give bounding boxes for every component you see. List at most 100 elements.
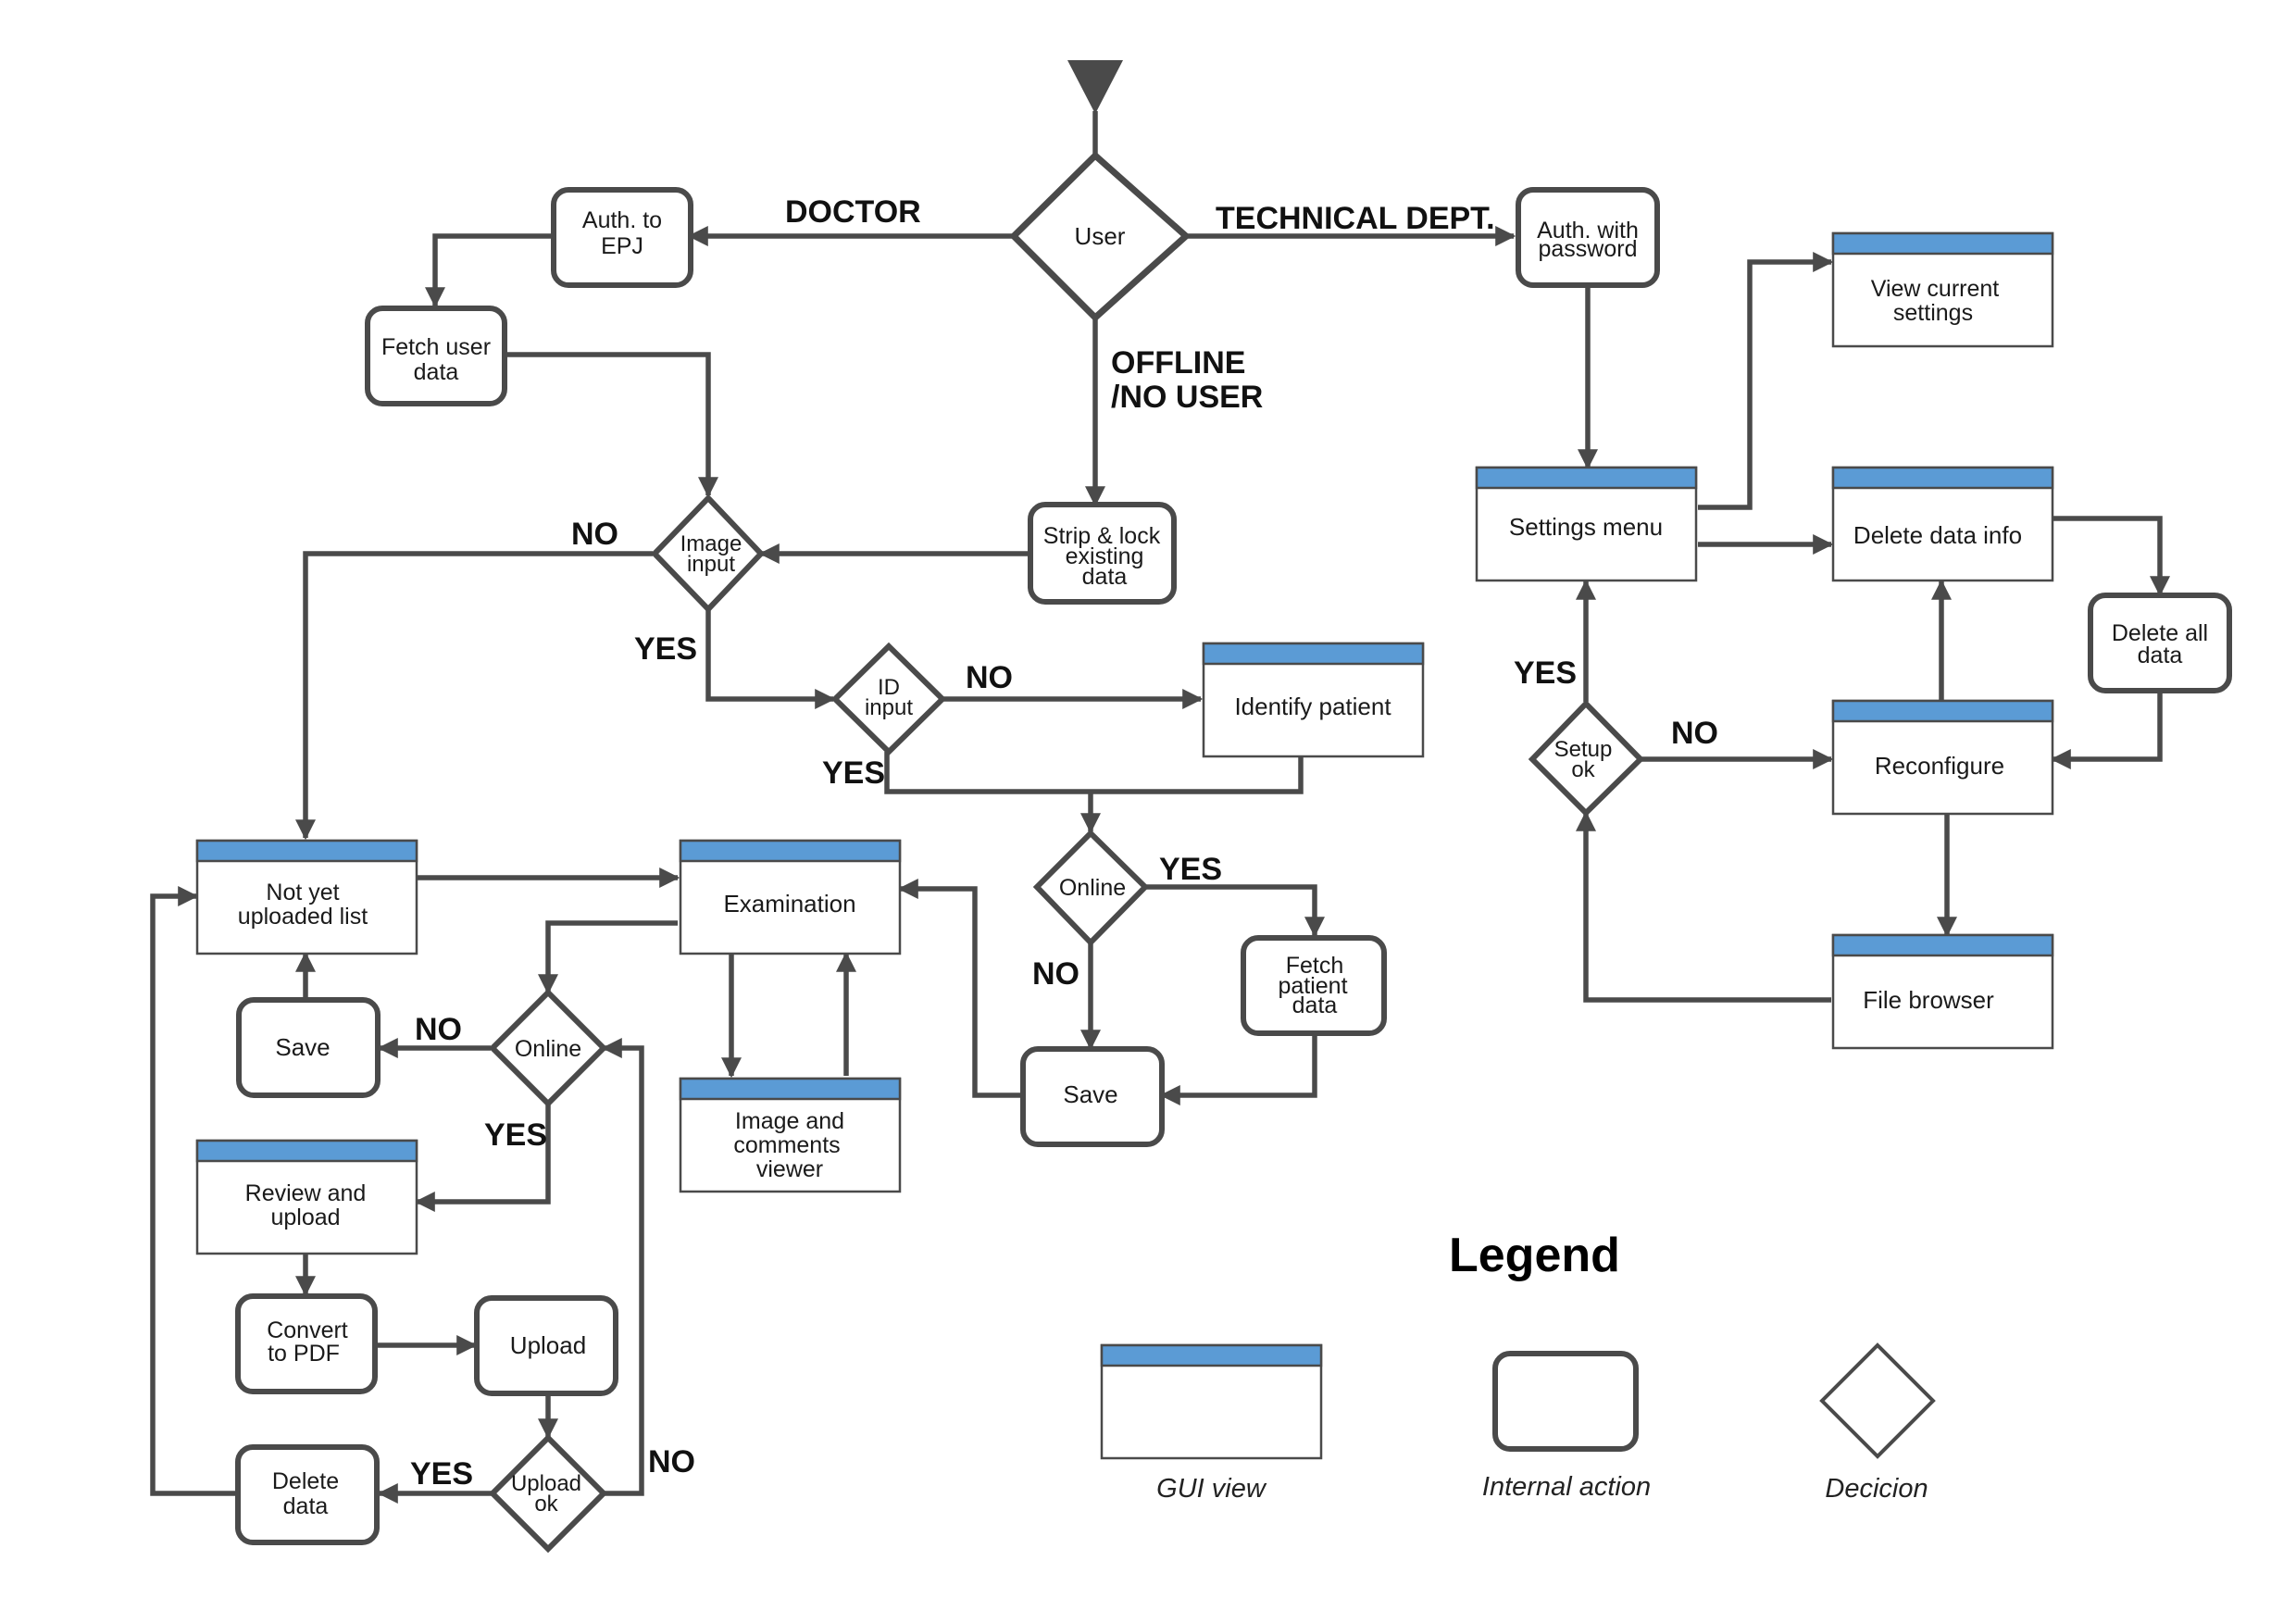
gui-examination: Examination <box>679 839 902 955</box>
edges <box>150 111 2170 1504</box>
legend-gui-view-caption: GUI view <box>1156 1474 1267 1504</box>
edge-examination-online-left <box>538 920 678 995</box>
edge-label-online-left-yes: YES <box>484 1117 547 1153</box>
gui-settings-menu: Settings menu <box>1475 466 1698 582</box>
edge-labels: DOCTOR TECHNICAL DEPT. OFFLINE /NO USER … <box>410 194 1718 1492</box>
edge-label-online-left-no: NO <box>415 1012 462 1047</box>
legend-gui-view: GUI view <box>1100 1343 1323 1504</box>
legend-decision-caption: Decicion <box>1825 1474 1928 1504</box>
edge-label-image-no: NO <box>571 517 618 552</box>
edge-label-upload-yes: YES <box>410 1456 473 1492</box>
edge-label-offline-1: OFFLINE <box>1111 345 1245 381</box>
edge-id-input-yes <box>884 752 1304 794</box>
edge-label-upload-no: NO <box>648 1444 695 1479</box>
edge-label-online-top-yes: YES <box>1159 852 1222 887</box>
edge-save-examination <box>897 879 1021 1098</box>
edge-label-image-yes: YES <box>634 631 697 667</box>
decision-user-label: User <box>1075 222 1126 250</box>
gui-identify-patient: Identify patient <box>1202 642 1425 758</box>
legend-title: Legend <box>1449 1229 1620 1282</box>
edge-label-setup-no: NO <box>1671 716 1718 751</box>
edge-label-online-top-no: NO <box>1032 956 1079 992</box>
edge-auth-epj-fetch-user <box>425 233 551 308</box>
action-save-mid-label: Save <box>1063 1080 1117 1108</box>
decision-online-left: Online <box>488 988 608 1108</box>
decision-online-top: Online <box>1032 829 1150 947</box>
gui-file-browser: File browser <box>1831 933 2054 1050</box>
gui-reconfigure-label: Reconfigure <box>1875 752 2004 780</box>
legend-internal-action: Internal action <box>1482 1351 1651 1502</box>
edge-label-offline-2: /NO USER <box>1111 380 1263 415</box>
gui-examination-label: Examination <box>723 890 855 918</box>
action-save-left: Save <box>236 997 381 1098</box>
gui-identify-patient-label: Identify patient <box>1234 693 1391 720</box>
edge-label-doctor: DOCTOR <box>785 194 921 230</box>
decision-online-top-label: Online <box>1059 875 1126 901</box>
edge-label-setup-yes: YES <box>1514 655 1577 691</box>
legend-decision: Decicion <box>1819 1342 1936 1504</box>
action-upload-label: Upload <box>510 1331 586 1359</box>
legend: Legend GUI view Internal action Decicion <box>1100 1229 1936 1504</box>
gui-reconfigure: Reconfigure <box>1831 699 2054 816</box>
edge-delete-info-delete-all <box>2053 516 2170 597</box>
edge-label-id-yes: YES <box>822 755 885 791</box>
gui-delete-info-label: Delete data info <box>1853 521 2022 549</box>
action-upload: Upload <box>474 1295 618 1396</box>
edge-image-input-no <box>295 551 653 841</box>
decision-user: User <box>1009 151 1192 322</box>
edge-fetch-user-image-input <box>505 352 718 498</box>
edge-image-input-yes <box>705 609 836 709</box>
edge-settings-view <box>1698 252 1834 510</box>
edge-upload-ok-no <box>601 1038 644 1496</box>
gui-delete-info: Delete data info <box>1831 466 2054 582</box>
edge-label-technical: TECHNICAL DEPT. <box>1216 201 1495 236</box>
edge-delete-all-reconfigure <box>2050 693 2163 769</box>
decision-online-left-label: Online <box>515 1036 581 1062</box>
legend-internal-action-caption: Internal action <box>1482 1472 1651 1502</box>
edge-online-top-yes <box>1145 884 1325 938</box>
edge-file-browser-setup-ok <box>1576 810 1831 1003</box>
action-save-mid: Save <box>1020 1046 1165 1147</box>
edge-label-id-no: NO <box>966 660 1013 695</box>
gui-settings-menu-label: Settings menu <box>1509 513 1663 541</box>
edge-fetch-patient-save <box>1159 1032 1317 1105</box>
start-triangle <box>1067 60 1123 114</box>
edge-online-left-yes <box>414 1104 551 1212</box>
gui-file-browser-label: File browser <box>1863 986 1994 1014</box>
action-save-left-label: Save <box>275 1033 330 1061</box>
edge-delete-data-not-uploaded <box>150 886 236 1496</box>
